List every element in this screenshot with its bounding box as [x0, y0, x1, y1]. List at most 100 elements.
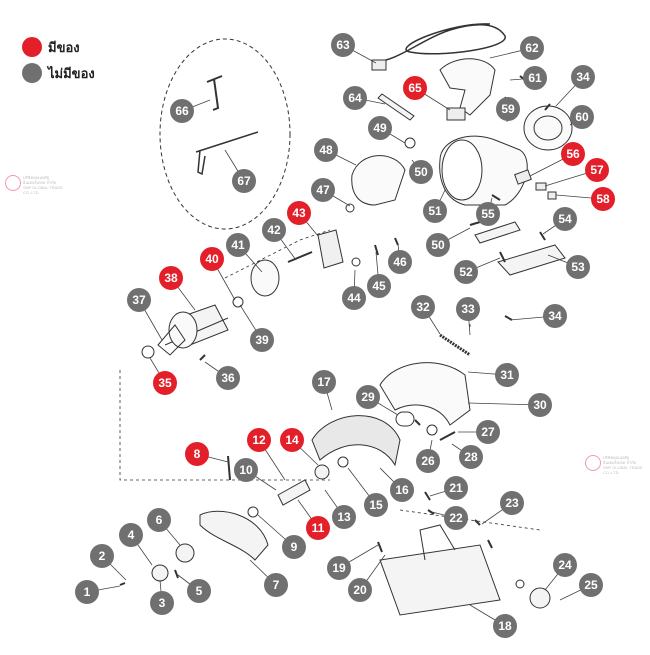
part-callout-57: 57	[585, 158, 609, 182]
washer-part	[515, 579, 525, 589]
part-callout-2: 2	[90, 544, 114, 568]
part-callout-59: 59	[496, 97, 520, 121]
upper-guard-part	[379, 362, 471, 426]
part-callout-62: 62	[520, 36, 544, 60]
carbon-brush-part	[535, 182, 547, 191]
part-callout-55: 55	[476, 202, 500, 226]
rear-cover-part	[523, 105, 573, 151]
outer-flange-part	[151, 564, 169, 582]
front-handle-part	[351, 155, 406, 206]
screw-part	[377, 541, 383, 553]
part-callout-37: 37	[127, 288, 151, 312]
part-callout-23: 23	[500, 491, 524, 515]
part-callout-7: 7	[264, 573, 288, 597]
part-callout-24: 24	[553, 553, 577, 577]
screw-part	[119, 582, 126, 586]
legend: มีของ ไม่มีของ	[22, 34, 95, 86]
part-callout-33: 33	[456, 297, 480, 321]
screw-part	[174, 569, 179, 579]
cord-guard-part	[377, 93, 415, 121]
watermark: บริษัทคุณนพรัฐ อินเตอร์เทรด จำกัด SNP GL…	[5, 175, 63, 195]
gear-part	[314, 464, 330, 480]
screw-part	[539, 231, 546, 241]
screw-part	[544, 103, 551, 111]
screw-part	[227, 455, 231, 481]
part-callout-31: 31	[495, 363, 519, 387]
part-callout-34: 34	[543, 304, 567, 328]
spindle-part	[277, 479, 311, 506]
part-callout-10: 10	[234, 458, 258, 482]
part-callout-1: 1	[75, 580, 99, 604]
part-callout-15: 15	[364, 493, 388, 517]
part-callout-48: 48	[314, 138, 338, 162]
washer-part	[337, 456, 349, 468]
part-callout-32: 32	[411, 295, 435, 319]
part-callout-58: 58	[591, 187, 615, 211]
washer-part	[351, 257, 361, 267]
lock-button-part	[474, 221, 521, 244]
screw-part	[487, 539, 493, 549]
part-callout-45: 45	[367, 274, 391, 298]
watermark-line-2: SNP GLOBAL TRADE CO.,LTD.	[603, 465, 643, 475]
rip-fence-part	[195, 131, 259, 176]
part-callout-19: 19	[327, 556, 351, 580]
hex-key-part	[206, 75, 223, 111]
part-callout-11: 11	[306, 516, 330, 540]
part-callout-29: 29	[356, 385, 380, 409]
inner-flange-part	[175, 543, 195, 563]
part-callout-60: 60	[570, 105, 594, 129]
screw-part	[374, 244, 379, 256]
part-callout-21: 21	[444, 476, 468, 500]
part-callout-39: 39	[250, 328, 274, 352]
screw-part	[287, 251, 313, 263]
part-callout-28: 28	[459, 445, 483, 469]
part-callout-26: 26	[416, 449, 440, 473]
part-callout-53: 53	[566, 255, 590, 279]
part-callout-43: 43	[287, 201, 311, 225]
watermark: บริษัทคุณนพรัฐ อินเตอร์เทรด จำกัด SNP GL…	[585, 455, 643, 475]
screw-part	[427, 509, 435, 515]
part-callout-18: 18	[493, 614, 517, 638]
blade-guard-part	[199, 510, 269, 561]
part-callout-54: 54	[553, 207, 577, 231]
part-callout-22: 22	[444, 506, 468, 530]
brush-holder-part	[514, 169, 532, 185]
screw-part	[424, 491, 431, 501]
part-callout-35: 35	[153, 371, 177, 395]
part-callout-56: 56	[561, 142, 585, 166]
screw-part	[439, 431, 456, 441]
screw-part	[504, 315, 513, 321]
screw-part	[474, 519, 481, 526]
part-callout-17: 17	[312, 370, 336, 394]
legend-available-label: มีของ	[48, 39, 80, 55]
legend-unavailable-label: ไม่มีของ	[48, 65, 95, 81]
switch-trigger-part	[497, 244, 566, 276]
switch-part	[446, 107, 466, 121]
part-callout-40: 40	[200, 247, 224, 271]
legend-item-unavailable: ไม่มีของ	[22, 60, 95, 86]
watermark-line-1: บริษัทคุณนพรัฐ อินเตอร์เทรด จำกัด	[23, 175, 57, 185]
power-cord-part	[374, 23, 506, 63]
part-callout-30: 30	[528, 393, 552, 417]
part-callout-50: 50	[426, 233, 450, 257]
depth-knob-part	[529, 587, 551, 609]
brush-cap-part	[547, 191, 557, 200]
watermark-line-2: SNP GLOBAL TRADE CO.,LTD.	[23, 185, 63, 195]
part-callout-14: 14	[280, 428, 304, 452]
part-callout-12: 12	[247, 428, 271, 452]
part-callout-47: 47	[311, 178, 335, 202]
shaft-lock-part	[157, 324, 186, 356]
washer-part	[247, 506, 259, 518]
part-callout-52: 52	[454, 260, 478, 284]
part-callout-6: 6	[147, 508, 171, 532]
washer-part	[345, 203, 355, 213]
part-callout-41: 41	[226, 233, 250, 257]
part-callout-4: 4	[119, 523, 143, 547]
part-callout-61: 61	[523, 66, 547, 90]
washer-part	[404, 137, 416, 149]
screw-part	[491, 194, 501, 201]
legend-item-available: มีของ	[22, 34, 95, 60]
part-callout-65: 65	[403, 76, 427, 100]
part-callout-38: 38	[159, 266, 183, 290]
